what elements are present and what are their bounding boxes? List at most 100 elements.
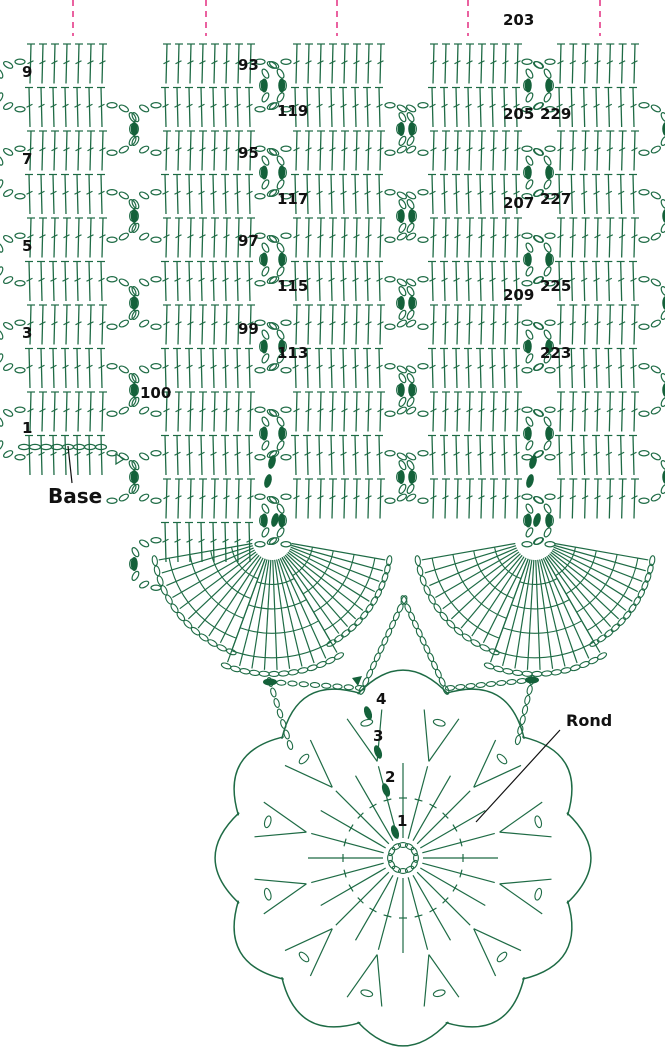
chain-stitch [543,527,553,538]
chain-stitch [522,494,532,499]
treble-stitch [189,349,190,389]
treble-stitch [609,305,610,345]
treble-stitch [320,305,321,345]
stitch-bar [349,885,353,892]
treble-stitch [456,262,457,302]
treble-stitch [201,262,202,302]
treble-stitch [66,131,67,171]
slip-stitch [278,427,285,441]
treble-stitch [29,175,30,215]
chain-stitch [261,329,271,340]
chain-stitch [391,865,401,874]
stitch-strips [0,44,665,590]
treble-stitch [214,131,215,171]
treble-stitch [89,349,90,389]
strip1-number: 9 [22,63,32,81]
treble-stitch [572,44,573,84]
treble-stitch [457,305,458,345]
treble-stitch [311,863,383,882]
chain-stitch [405,232,416,242]
treble-stitch [481,479,482,519]
treble-stitch [572,131,573,171]
treble-stitch [492,349,493,389]
treble-stitch [190,44,191,84]
chain-stitch [639,237,649,242]
treble-stitch [417,791,470,844]
chain-stitch [396,493,407,503]
treble-stitch [321,868,386,906]
chain-stitch [418,411,428,416]
treble-stitch [53,88,54,128]
treble-stitch [505,479,506,519]
treble-stitch [332,44,333,84]
treble-stitch [101,436,102,476]
treble-stitch [355,349,356,389]
treble-stitch [633,88,634,128]
treble-stitch [368,392,369,432]
chain-stitch [0,266,4,277]
chain-stitch [396,232,407,242]
chain-stitch [0,242,4,253]
treble-stitch [189,175,190,215]
treble-stitch [320,44,321,84]
chain-stitch [545,59,555,64]
treble-stitch [255,832,307,837]
treble-stitch [468,262,469,302]
treble-stitch [102,305,103,345]
treble-stitch [481,218,482,258]
treble-stitch [331,349,332,389]
treble-stitch [102,44,103,84]
chain-stitch [118,278,129,288]
chain-stitch [151,411,161,416]
chain-stitch [418,364,428,369]
treble-stitch [89,436,90,476]
chain-stitch [138,365,149,375]
treble-stitch [585,305,586,345]
chain-stitch [281,407,291,412]
fan [414,543,528,655]
treble-stitch [433,305,434,345]
rond-row-number: 4 [376,690,386,708]
treble-stitch [331,175,332,215]
treble-stitch [517,392,518,432]
slip-stitch [408,209,415,223]
treble-stitch [356,44,357,84]
chain-stitch [0,416,4,427]
treble-stitch [433,218,434,258]
connecting-chain [266,677,293,750]
treble-stitch [344,305,345,345]
chain-stitch [2,60,13,70]
slip-stitch [261,166,268,180]
slip-stitch [525,166,532,180]
slip-stitch [408,470,415,484]
chain-stitch [398,285,408,296]
treble-stitch [379,349,380,389]
slip-stitch [131,557,138,571]
chain-stitch [276,708,283,718]
treble-stitch [468,349,469,389]
treble-stitch [493,218,494,258]
chain-stitch [418,498,428,503]
chain-stitch [261,353,271,364]
chain-stitch [433,989,446,998]
treble-stitch [66,305,67,345]
slip-stitch [131,296,138,310]
treble-stitch [445,479,446,519]
treble-stitch [42,392,43,432]
base-leader [68,446,72,483]
chain-stitch [107,498,117,503]
treble-stitch [90,305,91,345]
chain-stitch [2,147,13,157]
fan-arc [577,554,617,612]
stitch-bar [453,885,457,892]
treble-stitch [332,392,333,432]
treble-stitch [622,305,623,345]
chain-stitch [650,104,661,114]
treble-stitch [408,877,427,949]
treble-stitch [53,262,54,302]
chain-stitch [545,494,555,499]
connecting-chain [265,679,364,690]
chain-stitch [2,449,13,459]
treble-stitch [178,131,179,171]
treble-stitch [493,131,494,171]
